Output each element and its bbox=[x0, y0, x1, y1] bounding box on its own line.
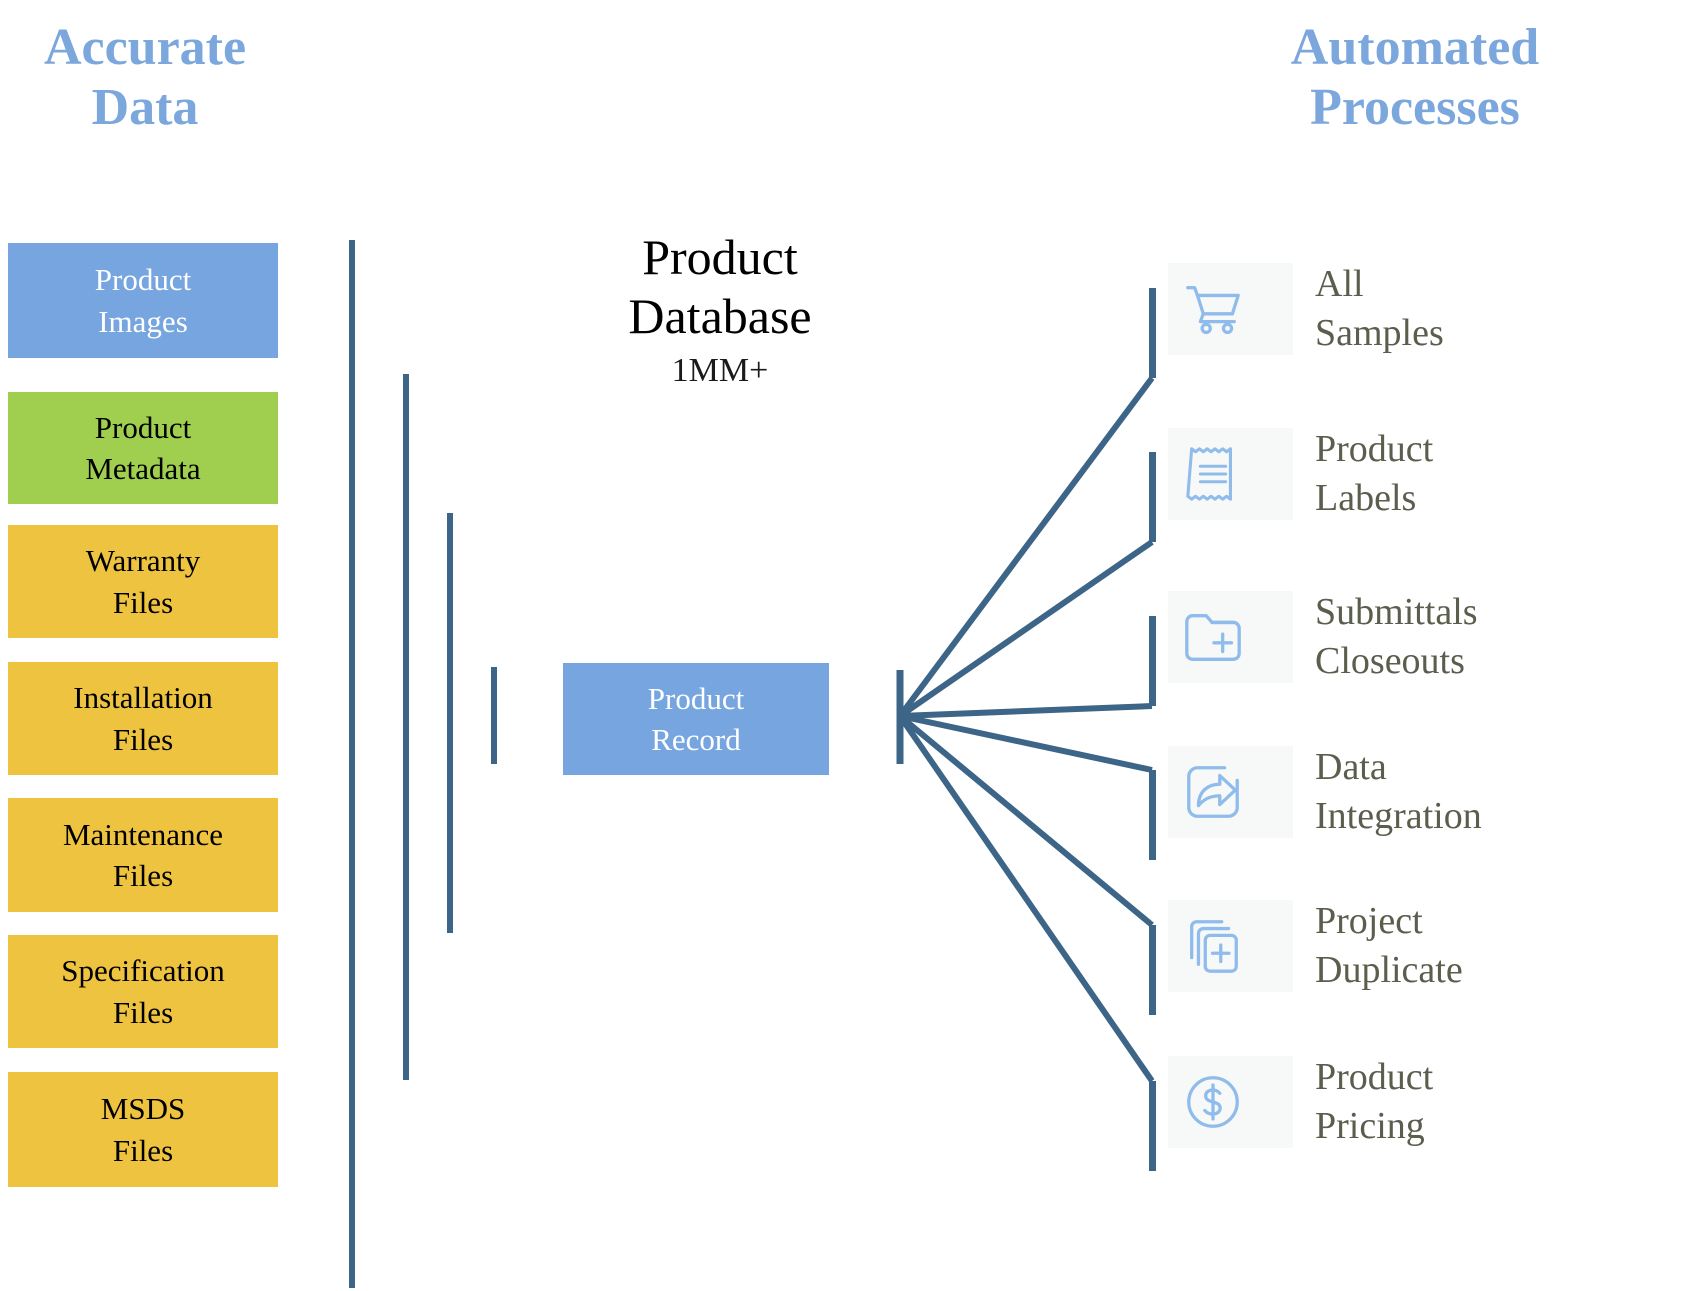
process-row[interactable]: All Samples bbox=[1149, 260, 1444, 378]
heading-automated-processes: Automated Processes bbox=[1290, 19, 1540, 136]
source-box-label: Warranty Files bbox=[85, 543, 201, 620]
source-box-label: Installation Files bbox=[73, 680, 213, 757]
icon-tile-pad bbox=[1258, 1055, 1293, 1148]
fan-ray bbox=[899, 703, 1153, 719]
copy-plus-icon[interactable] bbox=[1168, 899, 1258, 992]
process-label: Product Labels bbox=[1315, 428, 1434, 519]
source-box[interactable]: Installation Files bbox=[8, 662, 278, 775]
process-tick-mark bbox=[1149, 925, 1156, 1015]
heading-accurate-data: Accurate Data bbox=[43, 19, 247, 136]
shopping-cart-icon[interactable] bbox=[1168, 262, 1258, 355]
bracket-files-group bbox=[403, 374, 409, 1080]
bracket-record bbox=[491, 667, 497, 764]
process-label: Submittals Closeouts bbox=[1315, 591, 1478, 682]
fan-ray bbox=[897, 376, 1155, 718]
source-box-label: Product Metadata bbox=[85, 409, 201, 486]
process-tick-mark bbox=[1149, 770, 1156, 860]
fan-ray bbox=[897, 714, 1155, 1083]
process-label: Product Pricing bbox=[1315, 1056, 1434, 1147]
dollar-circle-icon[interactable] bbox=[1168, 1055, 1258, 1148]
fan-ray bbox=[898, 713, 1154, 928]
source-box[interactable]: Specification Files bbox=[8, 935, 278, 1048]
process-tick-mark bbox=[1149, 452, 1156, 542]
source-box-label: Product Images bbox=[94, 262, 192, 339]
database-title: Product Database bbox=[628, 229, 812, 344]
process-label: Project Duplicate bbox=[1315, 900, 1463, 991]
folder-plus-icon[interactable] bbox=[1168, 590, 1258, 683]
process-row[interactable]: Product Pricing bbox=[1149, 1053, 1434, 1171]
process-row[interactable]: Product Labels bbox=[1149, 425, 1434, 542]
source-box[interactable]: Product Images bbox=[8, 243, 278, 358]
source-box[interactable]: Warranty Files bbox=[8, 525, 278, 638]
fan-ray bbox=[898, 539, 1154, 719]
icon-tile-pad bbox=[1258, 590, 1293, 683]
receipt-lines-icon[interactable] bbox=[1168, 427, 1258, 520]
fan-ray bbox=[899, 713, 1153, 773]
icon-tile-pad bbox=[1258, 899, 1293, 992]
process-label: Data Integration bbox=[1315, 746, 1482, 837]
source-box[interactable]: MSDS Files bbox=[8, 1072, 278, 1187]
process-tick-mark bbox=[1149, 1081, 1156, 1171]
process-row[interactable]: Project Duplicate bbox=[1149, 897, 1463, 1015]
source-box-label: Specification Files bbox=[61, 953, 225, 1030]
process-tick-mark bbox=[1149, 616, 1156, 706]
database-count: 1MM+ bbox=[671, 352, 769, 389]
product-record-box[interactable]: Product Record bbox=[563, 663, 829, 775]
bracket-all-sources bbox=[349, 240, 355, 1288]
source-box[interactable]: Product Metadata bbox=[8, 392, 278, 504]
bracket-subset bbox=[447, 513, 453, 933]
source-box[interactable]: Maintenance Files bbox=[8, 798, 278, 912]
share-arrow-icon[interactable] bbox=[1168, 745, 1258, 838]
process-row[interactable]: Submittals Closeouts bbox=[1149, 588, 1478, 706]
source-box-label: Maintenance Files bbox=[62, 816, 224, 893]
process-tick-mark bbox=[1149, 288, 1156, 378]
icon-tile-pad bbox=[1258, 745, 1293, 838]
icon-tile-pad bbox=[1258, 427, 1293, 520]
icon-tile-pad bbox=[1258, 262, 1293, 355]
process-label: All Samples bbox=[1315, 263, 1444, 354]
source-box-label: MSDS Files bbox=[100, 1091, 186, 1168]
process-row[interactable]: Data Integration bbox=[1149, 743, 1482, 860]
